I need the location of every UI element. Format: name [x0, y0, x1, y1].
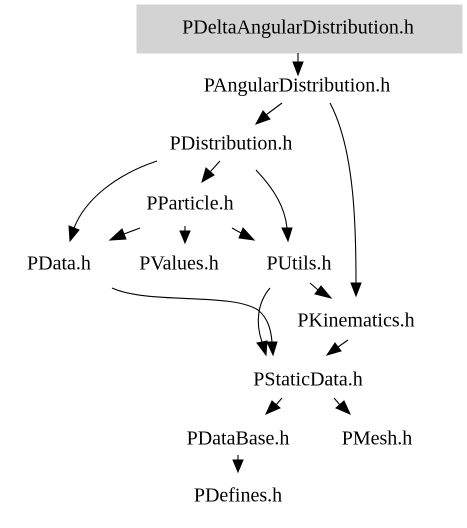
edge-pdistribution-to-pparticle	[209, 160, 221, 173]
edge-putils-to-pstaticdata	[257, 287, 271, 343]
edge-pdata-to-pstaticdata-arrowhead	[266, 341, 278, 357]
edge-pdatabase-to-pdefines-arrowhead	[232, 459, 244, 474]
edge-pkinematics-to-pstaticdata	[337, 339, 349, 348]
edge-pkinematics-to-pstaticdata-arrowhead	[325, 342, 342, 356]
edge-pdistribution-to-pparticle-arrowhead	[201, 167, 215, 184]
node-pmesh[interactable]: PMesh.h	[342, 428, 413, 450]
edge-putils-to-pkinematics	[309, 282, 319, 291]
node-putils[interactable]: PUtils.h	[266, 253, 331, 275]
edge-pstaticdata-to-pmesh	[333, 397, 341, 406]
edge-pangular-to-pkinematics-arrowhead	[350, 282, 362, 298]
edge-pparticle-to-putils-arrowhead	[238, 227, 256, 241]
node-pstaticdata[interactable]: PStaticData.h	[253, 369, 362, 391]
node-pdata[interactable]: PData.h	[27, 253, 91, 275]
nodes-layer: PDeltaAngularDistribution.h PAngularDist…	[27, 17, 415, 507]
node-pvalues[interactable]: PValues.h	[139, 253, 218, 275]
edge-putils-to-pstaticdata-arrowhead	[256, 340, 268, 357]
edge-pparticle-to-putils	[231, 227, 242, 234]
node-pdatabase[interactable]: PDataBase.h	[187, 428, 290, 450]
edge-pangular-to-pdistribution-arrowhead	[254, 110, 271, 125]
node-pdelta[interactable]: PDeltaAngularDistribution.h	[182, 17, 414, 39]
edge-pdistribution-to-putils-arrowhead	[281, 227, 293, 243]
edge-pstaticdata-to-pdatabase-arrowhead	[265, 400, 281, 415]
edge-pparticle-to-pdata	[123, 227, 141, 235]
node-pdistribution[interactable]: PDistribution.h	[170, 133, 293, 155]
edge-pangular-to-pkinematics	[329, 102, 357, 284]
edge-pstaticdata-to-pdatabase	[275, 397, 283, 406]
edge-pstaticdata-to-pmesh-arrowhead	[335, 400, 351, 415]
edge-pdistribution-to-putils	[255, 169, 288, 229]
edge-pdistribution-to-pdata	[73, 160, 158, 229]
edge-pdata-to-pstaticdata	[111, 287, 273, 343]
node-pangular[interactable]: PAngularDistribution.h	[204, 75, 391, 97]
edge-pdistribution-to-pdata-arrowhead	[68, 225, 80, 243]
node-pkinematics[interactable]: PKinematics.h	[297, 310, 414, 332]
edge-pangular-to-pdistribution	[265, 102, 283, 116]
edge-pparticle-to-pvalues-arrowhead	[179, 230, 191, 245]
edge-pdelta-to-pangular-arrowhead	[292, 61, 304, 77]
node-pdefines[interactable]: PDefines.h	[194, 485, 282, 507]
edge-pparticle-to-pdata-arrowhead	[108, 228, 127, 241]
root-node-highlight-box	[136, 4, 463, 54]
edge-putils-to-pkinematics-arrowhead	[314, 285, 333, 299]
edges-layer	[68, 53, 362, 474]
node-pparticle[interactable]: PParticle.h	[146, 193, 233, 215]
